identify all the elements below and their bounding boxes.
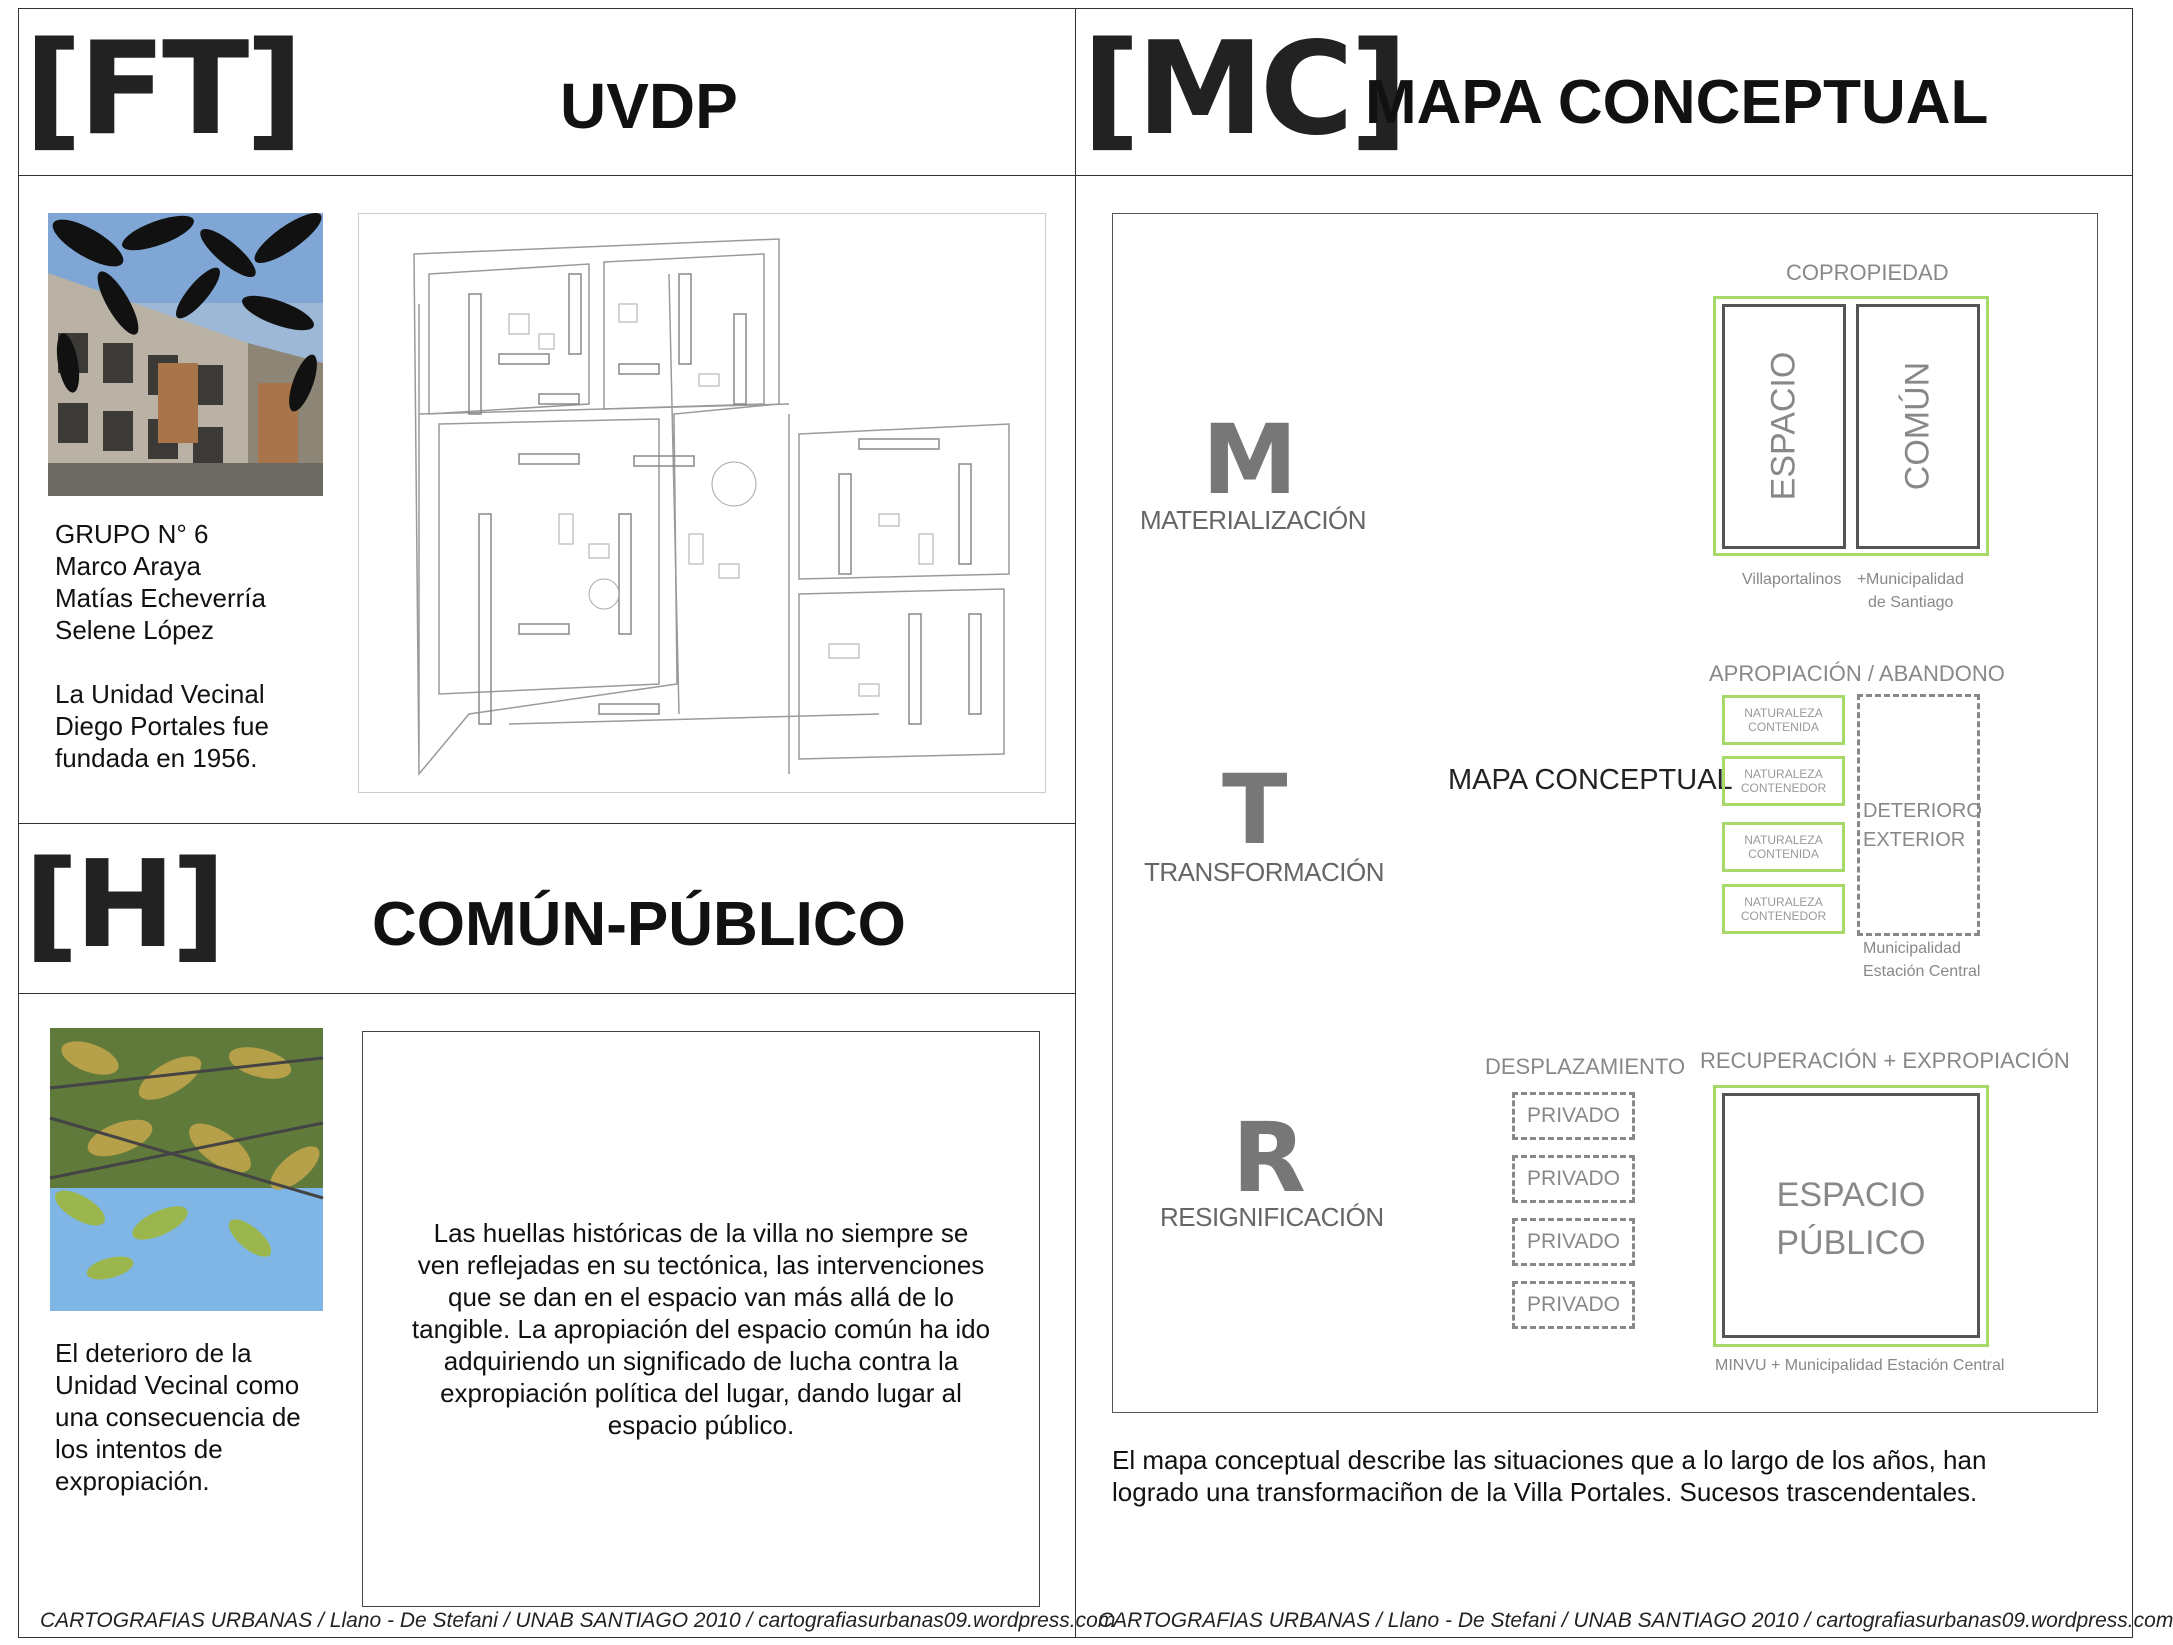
h-title: COMÚN-PÚBLICO <box>372 890 906 959</box>
privado-box-4: PRIVADO <box>1512 1281 1635 1329</box>
naturaleza-box-2-line1: NATURALEZA <box>1744 767 1823 781</box>
right-footer-credits: CARTOGRAFIAS URBANAS / Llano - De Stefan… <box>1098 1609 2173 1632</box>
deterioro-label-1: DETERIORO <box>1863 800 1982 822</box>
group-info-text: GRUPO N° 6 Marco Araya Matías Echeverría… <box>55 519 269 773</box>
deterioro-dashed-box <box>1857 694 1980 936</box>
privado-box-2-label: PRIVADO <box>1527 1167 1620 1190</box>
recuperacion-frame <box>1713 1085 1989 1347</box>
left-footer-credits: CARTOGRAFIAS URBANAS / Llano - De Stefan… <box>40 1609 1116 1632</box>
apropiacion-heading: APROPIACIÓN / ABANDONO <box>1709 661 2005 686</box>
espacio-vertical-text: ESPACIO <box>1764 351 1803 501</box>
naturaleza-box-2-line2: CONTENEDOR <box>1740 781 1827 795</box>
deterioro-label-2: EXTERIOR <box>1863 829 1966 851</box>
h-header-top <box>18 823 1076 824</box>
site-plan-drawing <box>358 213 1046 793</box>
actor-municipalidad-santiago-2: de Santiago <box>1868 594 1954 611</box>
naturaleza-box-4-line2: CONTENEDOR <box>1740 909 1827 923</box>
espacio-publico-box: ESPACIO PÚBLICO <box>1722 1093 1980 1338</box>
actor-villaportalinos: Villaportalinos <box>1742 571 1842 588</box>
concept-map-box <box>1112 213 2098 1413</box>
privado-box-1-label: PRIVADO <box>1527 1104 1620 1127</box>
letter-m: M <box>1202 404 1298 516</box>
naturaleza-box-3-line1: NATURALEZA <box>1744 833 1823 847</box>
h-bracket-code: [H] <box>24 836 226 975</box>
privado-box-2: PRIVADO <box>1512 1155 1635 1203</box>
mc-header-divider <box>1075 175 2133 176</box>
mc-title: MAPA CONCEPTUAL <box>1365 68 1989 137</box>
building-photo <box>48 213 323 496</box>
naturaleza-box-4: NATURALEZA CONTENEDOR <box>1722 884 1845 934</box>
ft-header-divider <box>18 175 1076 176</box>
copropiedad-heading: COPROPIEDAD <box>1786 260 1949 285</box>
concept-map-description: El mapa conceptual describe las situacio… <box>1112 1445 1987 1507</box>
espacio-publico-line2: PÚBLICO <box>1776 1224 1926 1262</box>
letter-r: R <box>1232 1102 1306 1214</box>
label-materializacion: MATERIALIZACIÓN <box>1140 505 1367 535</box>
ft-title: UVDP <box>560 70 738 142</box>
espacio-box <box>1722 304 1846 549</box>
actor-municipalidad-ec-1: Municipalidad <box>1863 940 1961 957</box>
comun-box <box>1856 304 1980 549</box>
mc-bracket-code: [MC] <box>1082 15 1408 164</box>
mapa-conceptual-overlay-label: MAPA CONCEPTUAL <box>1448 764 1733 796</box>
history-paragraph: Las huellas históricas de la villa no si… <box>411 1218 991 1440</box>
recuperacion-heading: RECUPERACIÓN + EXPROPIACIÓN <box>1700 1048 2070 1073</box>
naturaleza-box-3: NATURALEZA CONTENIDA <box>1722 822 1845 872</box>
ft-bracket-code: [FT] <box>24 15 304 164</box>
privado-box-3: PRIVADO <box>1512 1218 1635 1266</box>
naturaleza-box-4-line1: NATURALEZA <box>1744 895 1823 909</box>
comun-vertical-text: COMÚN <box>1898 361 1937 491</box>
copropiedad-frame <box>1713 296 1989 556</box>
naturaleza-box-3-line2: CONTENIDA <box>1748 847 1819 861</box>
h-header-divider <box>18 993 1076 994</box>
naturaleza-box-1-line1: NATURALEZA <box>1744 706 1823 720</box>
naturaleza-box-2: NATURALEZA CONTENEDOR <box>1722 756 1845 806</box>
actor-municipalidad-ec-2: Estación Central <box>1863 963 1981 980</box>
deterioration-caption: El deterioro de la Unidad Vecinal como u… <box>55 1338 301 1496</box>
naturaleza-box-1: NATURALEZA CONTENIDA <box>1722 695 1845 745</box>
actor-plus: + <box>1857 571 1867 588</box>
actor-municipalidad-santiago-1: Municipalidad <box>1866 571 1964 588</box>
recuperacion-actors: MINVU + Municipalidad Estación Central <box>1715 1357 2005 1374</box>
privado-box-4-label: PRIVADO <box>1527 1293 1620 1316</box>
privado-box-3-label: PRIVADO <box>1527 1230 1620 1253</box>
history-paragraph-box: Las huellas históricas de la villa no si… <box>362 1031 1040 1607</box>
desplazamiento-heading: DESPLAZAMIENTO <box>1485 1054 1686 1079</box>
leaves-photo <box>49 1028 324 1311</box>
espacio-publico-line1: ESPACIO <box>1776 1176 1926 1214</box>
privado-box-1: PRIVADO <box>1512 1092 1635 1140</box>
label-resignificacion: RESIGNIFICACIÓN <box>1160 1202 1384 1232</box>
letter-t: T <box>1222 754 1288 866</box>
naturaleza-box-1-line2: CONTENIDA <box>1748 720 1819 734</box>
label-transformacion: TRANSFORMACIÓN <box>1144 857 1385 887</box>
